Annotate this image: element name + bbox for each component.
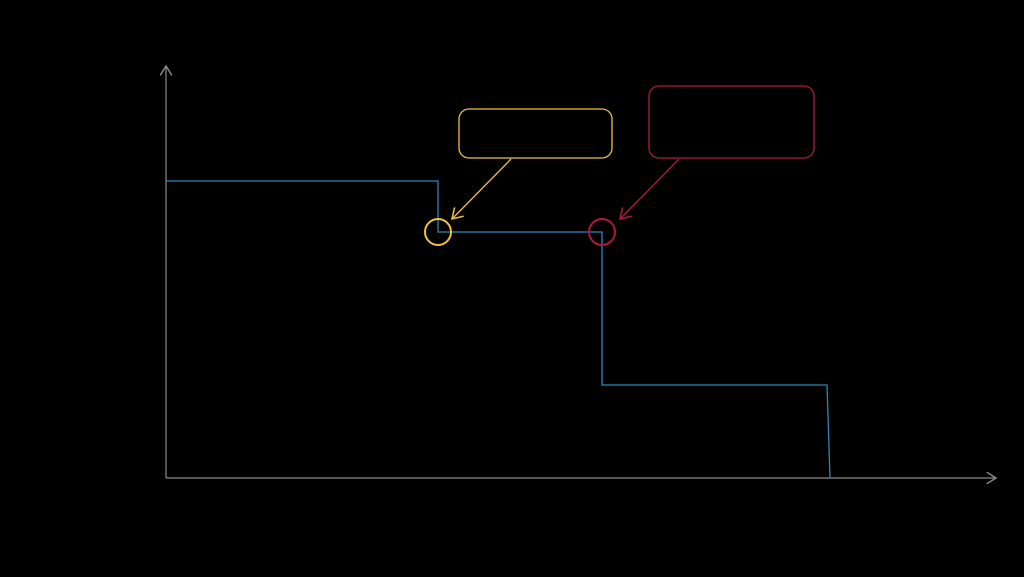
callout-red-marker xyxy=(588,218,616,246)
callout-yellow-arrow xyxy=(452,158,512,219)
callout-red-box xyxy=(648,85,815,159)
callout-red-arrow xyxy=(620,158,680,219)
step-line xyxy=(166,180,831,479)
callout-yellow-box xyxy=(458,108,613,159)
callout-red xyxy=(588,85,815,246)
callout-yellow-marker xyxy=(424,218,452,246)
callout-yellow xyxy=(424,108,613,246)
